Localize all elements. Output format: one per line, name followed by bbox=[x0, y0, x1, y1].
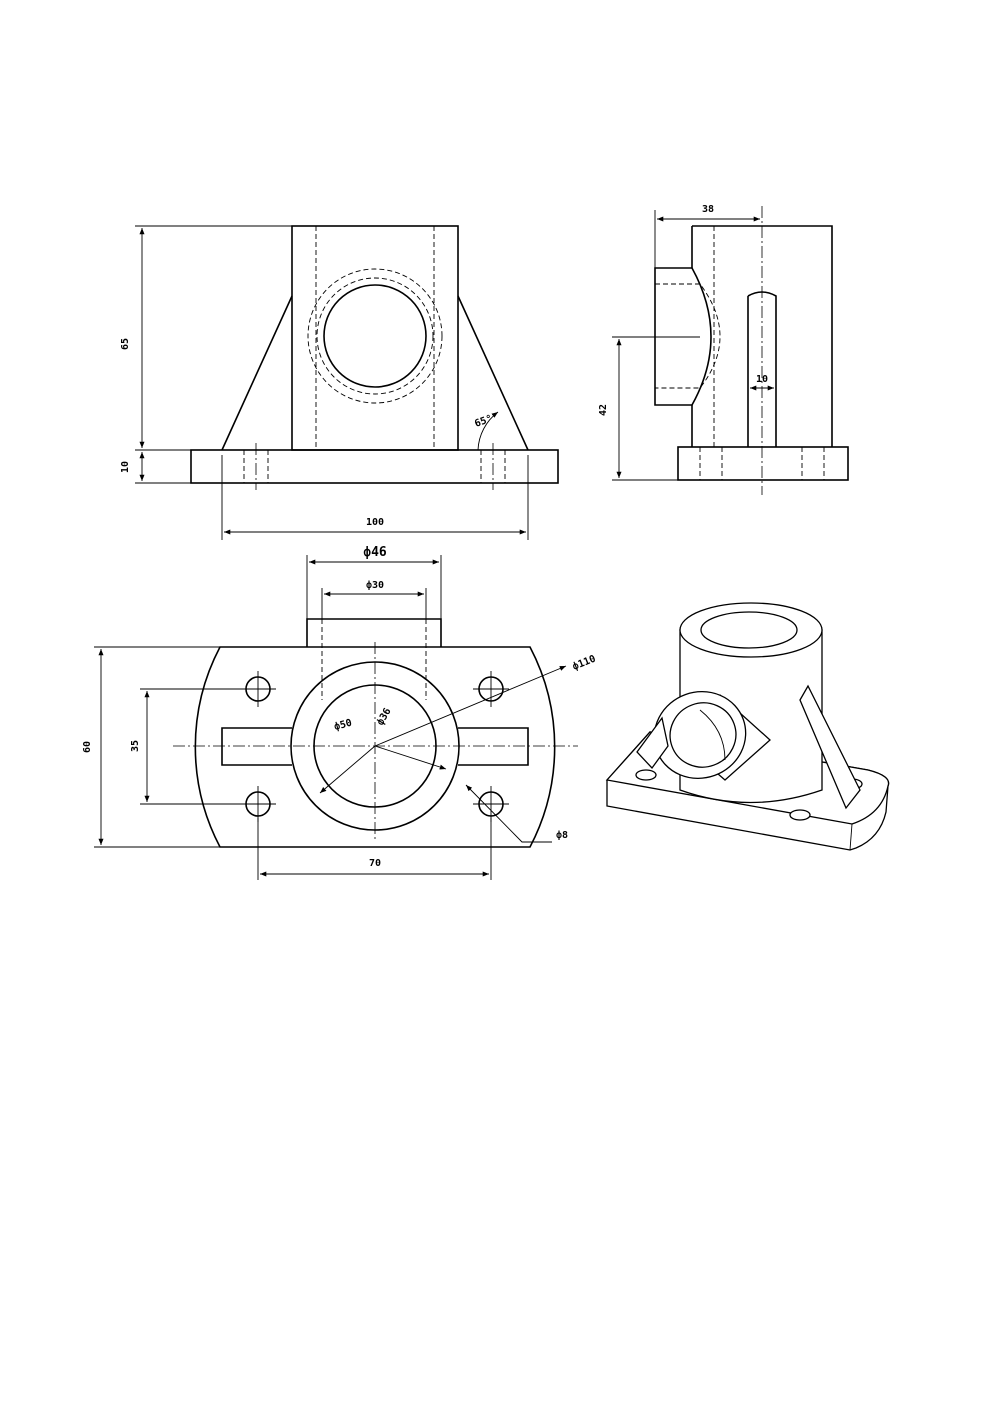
front-port-mid-hidden bbox=[316, 277, 434, 395]
top-rib-right bbox=[458, 727, 529, 766]
top-base-outline bbox=[194, 646, 556, 848]
isometric-view bbox=[605, 602, 890, 851]
dim-line-arc-radius bbox=[374, 665, 567, 747]
front-base-hidden-holes bbox=[243, 443, 506, 490]
dim-height-label: 65 bbox=[120, 338, 131, 350]
dim-axis-height-label: 42 bbox=[598, 404, 609, 416]
front-cylinder bbox=[291, 225, 459, 451]
iso-hole-3 bbox=[789, 809, 811, 821]
iso-rib-left bbox=[636, 716, 669, 770]
front-angle-arc bbox=[477, 411, 499, 451]
front-view: 65° 65 10 100 bbox=[120, 225, 559, 540]
dim-slot-width-label: 10 bbox=[756, 374, 768, 385]
dim-depth-label: 60 bbox=[82, 741, 93, 753]
dim-arc-radius-label: ф110 bbox=[571, 653, 598, 673]
iso-port-bore bbox=[669, 702, 737, 768]
dim-boss-inner-label: ф30 bbox=[366, 579, 384, 591]
top-boss bbox=[306, 618, 442, 647]
side-rib bbox=[747, 291, 777, 447]
front-angle-label: 65° bbox=[473, 413, 494, 430]
dim-line-ring-outer bbox=[319, 745, 376, 794]
iso-cylinder-bore bbox=[700, 611, 798, 649]
dim-hole-label: ф8 bbox=[556, 829, 568, 841]
front-base-plate bbox=[190, 449, 559, 484]
top-rib-left bbox=[221, 727, 292, 766]
dim-line-hole bbox=[465, 784, 552, 843]
dim-base-thickness-label: 10 bbox=[120, 461, 131, 473]
front-port-bore bbox=[323, 284, 427, 388]
side-view: 38 42 10 bbox=[598, 204, 849, 495]
dim-hole-spacing-y-label: 35 bbox=[130, 740, 141, 752]
top-view: ф50 ф36 ф110 ф8 ф46 ф30 60 35 70 bbox=[82, 545, 597, 880]
front-port-outer-hidden bbox=[307, 268, 443, 404]
dim-ring-inner-label: ф36 bbox=[374, 706, 393, 728]
iso-port-inner-edge bbox=[699, 709, 726, 761]
side-cylinder bbox=[691, 225, 833, 447]
dim-hole-spacing-x-label: 70 bbox=[369, 858, 381, 869]
dim-ring-outer-label: ф50 bbox=[333, 717, 354, 733]
dim-base-width-label: 100 bbox=[366, 517, 384, 528]
dim-line-ring-inner bbox=[374, 745, 447, 770]
iso-rib-right bbox=[799, 684, 861, 810]
dim-outer-boss-label: ф46 bbox=[363, 545, 387, 560]
side-port-bore-hidden bbox=[655, 283, 721, 389]
front-rib-left bbox=[221, 295, 293, 451]
side-port bbox=[654, 267, 712, 406]
side-base-plate bbox=[677, 446, 849, 481]
dim-offset-label: 38 bbox=[702, 204, 714, 215]
iso-hole-1 bbox=[635, 769, 657, 781]
front-rib-right bbox=[457, 295, 529, 451]
